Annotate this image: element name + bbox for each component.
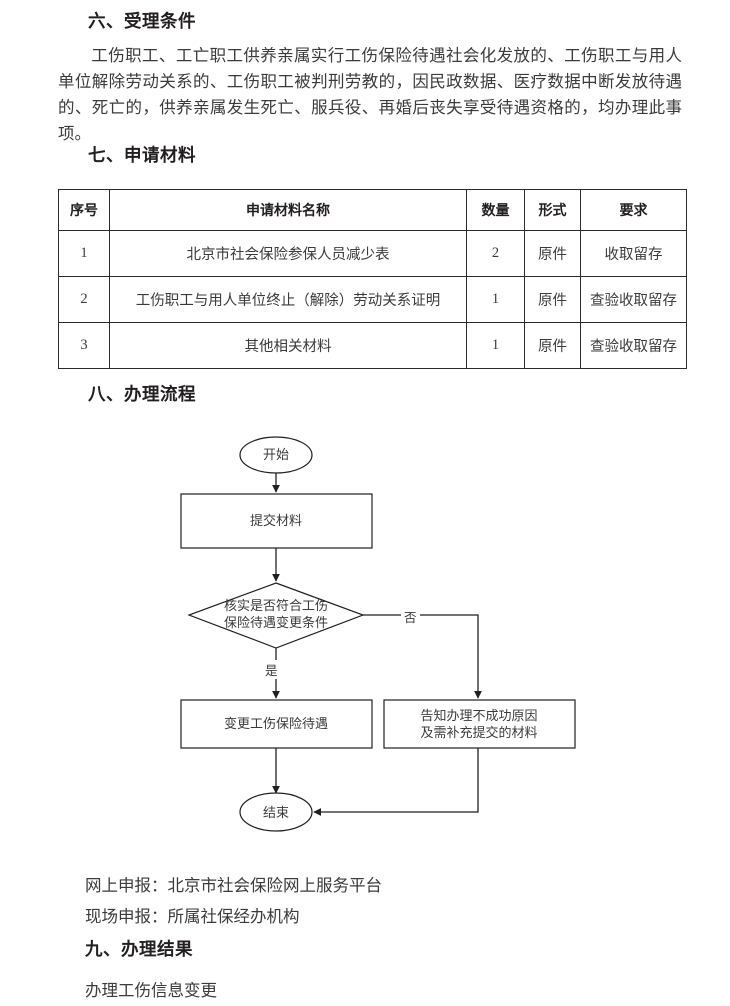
- table-row: 1 北京市社会保险参保人员减少表 2 原件 收取留存: [58, 230, 687, 277]
- application-materials-table: 序号 申请材料名称 数量 形式 要求 1 北京市社会保险参保人员减少表 2 原件…: [58, 189, 687, 369]
- edge-decision-no: [363, 614, 482, 699]
- cell-requirement: 查验收取留存: [580, 322, 687, 369]
- column-header-quantity: 数量: [466, 189, 525, 231]
- cell-material-name: 其他相关材料: [109, 322, 467, 369]
- acceptance-conditions-text: 工伤职工、工亡职工供养亲属实行工伤保险待遇社会化发放的、工伤职工与用人单位解除劳…: [58, 46, 682, 143]
- cell-sequence: 1: [58, 230, 110, 277]
- table-row: 3 其他相关材料 1 原件 查验收取留存: [58, 322, 687, 369]
- cell-sequence: 3: [58, 322, 110, 369]
- node-fail-label-line1: 告知办理不成功原因: [420, 708, 538, 723]
- cell-quantity: 1: [466, 322, 525, 369]
- heading-acceptance-conditions: 六、受理条件: [88, 11, 196, 31]
- column-header-material-name: 申请材料名称: [109, 189, 467, 231]
- node-end-label: 结束: [262, 805, 289, 820]
- cell-material-name: 北京市社会保险参保人员减少表: [109, 230, 467, 277]
- node-decision-label-line2: 保险待遇变更条件: [223, 615, 328, 630]
- node-fail-shape: [383, 699, 576, 749]
- edge-fail-to-end: [313, 748, 479, 816]
- acceptance-conditions-paragraph: 工伤职工、工亡职工供养亲属实行工伤保险待遇社会化发放的、工伤职工与用人单位解除劳…: [58, 43, 682, 147]
- table-row: 2 工伤职工与用人单位终止（解除）劳动关系证明 1 原件 查验收取留存: [58, 276, 687, 323]
- edge-label-no: 否: [401, 607, 420, 626]
- node-fail-label-line2: 及需补充提交的材料: [420, 725, 538, 740]
- node-end-shape: [239, 792, 313, 832]
- heading-application-materials: 七、申请材料: [88, 145, 196, 165]
- heading-process-flow: 八、办理流程: [88, 384, 196, 404]
- cell-form: 原件: [524, 230, 581, 277]
- column-header-requirement: 要求: [580, 189, 687, 231]
- edge-label-yes: 是: [262, 660, 281, 679]
- node-start-label: 开始: [262, 447, 289, 462]
- cell-requirement: 收取留存: [580, 230, 687, 277]
- node-success-label: 变更工伤保险待遇: [223, 716, 328, 731]
- cell-quantity: 1: [466, 276, 525, 323]
- cell-form: 原件: [524, 322, 581, 369]
- cell-form: 原件: [524, 276, 581, 323]
- heading-process-result: 九、办理结果: [85, 939, 193, 959]
- table-header-row: 序号 申请材料名称 数量 形式 要求: [58, 189, 687, 231]
- cell-material-name: 工伤职工与用人单位终止（解除）劳动关系证明: [109, 276, 467, 323]
- process-flowchart: 开始 提交材料 核实是否符合工伤 保险待遇变更条件 变更工伤保险待遇 告知办理不…: [0, 415, 730, 855]
- process-result-text: 办理工伤信息变更: [85, 981, 217, 1000]
- cell-requirement: 查验收取留存: [580, 276, 687, 323]
- cell-quantity: 2: [466, 230, 525, 277]
- flowchart-canvas: [180, 436, 576, 832]
- node-decision-label-line1: 核实是否符合工伤: [223, 598, 328, 613]
- channel-online: 网上申报：北京市社会保险网上服务平台: [85, 876, 382, 895]
- cell-sequence: 2: [58, 276, 110, 323]
- column-header-sequence: 序号: [58, 189, 110, 231]
- node-submit-label: 提交材料: [249, 513, 302, 528]
- column-header-form: 形式: [524, 189, 581, 231]
- channel-onsite: 现场申报：所属社保经办机构: [85, 907, 300, 926]
